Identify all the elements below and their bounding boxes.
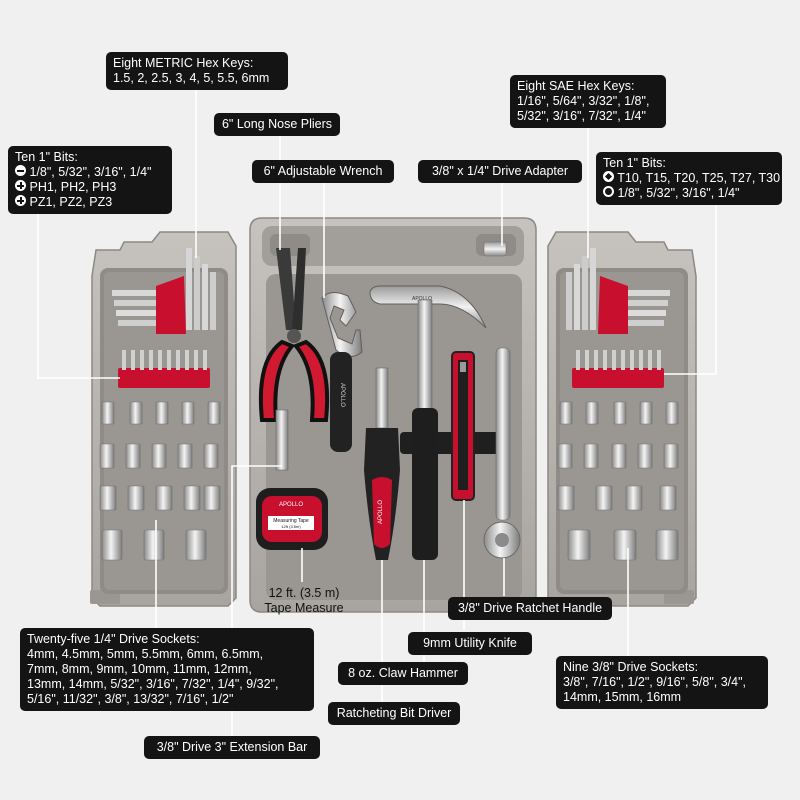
bits-left-title: Ten 1" Bits: — [15, 150, 78, 164]
svg-text:APOLLO: APOLLO — [279, 502, 303, 508]
sockets-quarter-title: Twenty-five 1/4" Drive Sockets: — [27, 632, 200, 646]
bits-right-row1-text: T10, T15, T20, T25, T27, T30 — [617, 171, 781, 185]
sockets-three-eighths-line2: 14mm, 15mm, 16mm — [563, 690, 682, 704]
pozidriv-icon — [15, 195, 26, 206]
right-bit-holder — [572, 350, 664, 388]
svg-text:Measuring Tape: Measuring Tape — [273, 518, 309, 524]
tape-measure-line2: Tape Measure — [264, 601, 344, 615]
sockets-quarter-line2: 7mm, 8mm, 9mm, 10mm, 11mm, 12mm, — [27, 662, 252, 676]
hex-bit-icon — [603, 186, 614, 197]
sockets-quarter-line3: 13mm, 14mm, 5/32", 3/16", 7/32", 1/4", 9… — [27, 677, 279, 691]
long-nose-pliers — [258, 248, 330, 422]
claw-hammer-text: 8 oz. Claw Hammer — [348, 666, 458, 680]
ratchet-handle — [483, 347, 521, 559]
bit-driver-text: Ratcheting Bit Driver — [336, 706, 452, 720]
tape-measure: APOLLO Measuring Tape 12ft (3.5m) — [256, 488, 328, 550]
utility-knife-text: 9mm Utility Knife — [423, 636, 517, 650]
label-drive-adapter: 3/8" x 1/4" Drive Adapter — [418, 160, 582, 183]
sae-hex-line1: 1/16", 5/64", 3/32", 1/8", — [517, 94, 650, 108]
metric-hex-title: Eight METRIC Hex Keys: — [113, 56, 254, 70]
claw-hammer: APOLLO — [369, 285, 487, 560]
bits-right-row2-text: 1/8", 5/32", 3/16", 1/4" — [617, 186, 740, 200]
svg-text:APOLLO: APOLLO — [339, 383, 345, 407]
sockets-three-eighths-title: Nine 3/8" Drive Sockets: — [563, 660, 699, 674]
extension-bar-text: 3/8" Drive 3" Extension Bar — [156, 740, 308, 754]
label-sae-hex-keys: Eight SAE Hex Keys: 1/16", 5/64", 3/32",… — [510, 75, 666, 128]
bits-left-row1: 1/8", 5/32", 3/16", 1/4" — [15, 165, 165, 180]
sockets-quarter-line1: 4mm, 4.5mm, 5mm, 5.5mm, 6mm, 6.5mm, — [27, 647, 264, 661]
label-sockets-three-eighths: Nine 3/8" Drive Sockets: 3/8", 7/16", 1/… — [556, 656, 768, 709]
bits-left-row2: PH1, PH2, PH3 — [15, 180, 165, 195]
label-utility-knife: 9mm Utility Knife — [408, 632, 532, 655]
label-long-nose-pliers: 6" Long Nose Pliers — [214, 113, 340, 136]
sae-hex-title: Eight SAE Hex Keys: — [517, 79, 635, 93]
label-sockets-quarter: Twenty-five 1/4" Drive Sockets: 4mm, 4.5… — [20, 628, 314, 711]
svg-text:APOLLO: APOLLO — [378, 500, 384, 524]
label-metric-hex-keys: Eight METRIC Hex Keys: 1.5, 2, 2.5, 3, 4… — [106, 52, 288, 90]
bits-right-row1: T10, T15, T20, T25, T27, T30 — [603, 171, 780, 186]
torx-icon — [603, 171, 614, 182]
extension-bar — [275, 409, 289, 471]
long-nose-pliers-text: 6" Long Nose Pliers — [221, 117, 333, 131]
tape-measure-line1: 12 ft. (3.5 m) — [268, 586, 340, 600]
ratcheting-bit-driver: APOLLO — [364, 367, 400, 560]
bits-left-row3-text: PZ1, PZ2, PZ3 — [29, 195, 113, 209]
label-adjustable-wrench: 6" Adjustable Wrench — [252, 160, 394, 183]
metric-hex-keys — [112, 248, 216, 334]
label-bit-driver: Ratcheting Bit Driver — [328, 702, 460, 725]
leader-lines — [37, 90, 717, 736]
metric-hex-sizes: 1.5, 2, 2.5, 3, 4, 5, 5.5, 6mm — [113, 71, 270, 85]
sockets-three-eighths-line1: 3/8", 7/16", 1/2", 9/16", 5/8", 3/4", — [563, 675, 746, 689]
label-ratchet-handle: 3/8" Drive Ratchet Handle — [448, 597, 612, 620]
label-bits-right: Ten 1" Bits: T10, T15, T20, T25, T27, T3… — [596, 152, 782, 205]
slotted-icon — [15, 165, 26, 176]
leader-bits-left — [37, 212, 120, 379]
phillips-icon — [15, 180, 26, 191]
sockets-quarter-line4: 5/16", 11/32", 3/8", 13/32", 7/16", 1/2" — [27, 692, 234, 706]
bits-left-row2-text: PH1, PH2, PH3 — [29, 180, 117, 194]
sae-hex-keys — [566, 248, 670, 334]
label-bits-left: Ten 1" Bits: 1/8", 5/32", 3/16", 1/4" PH… — [8, 146, 172, 214]
left-bit-holder — [118, 350, 210, 388]
label-extension-bar: 3/8" Drive 3" Extension Bar — [144, 736, 320, 759]
left-quarter-drive-sockets — [99, 401, 221, 561]
caption-tape-measure: 12 ft. (3.5 m) Tape Measure — [250, 586, 358, 616]
drive-adapter-text: 3/8" x 1/4" Drive Adapter — [431, 164, 569, 178]
utility-knife — [451, 351, 475, 501]
svg-text:APOLLO: APOLLO — [412, 296, 432, 302]
sae-hex-line2: 5/32", 3/16", 7/32", 1/4" — [517, 109, 646, 123]
leader-bits-right — [664, 204, 717, 375]
bits-right-title: Ten 1" Bits: — [603, 156, 666, 170]
drive-adapter — [483, 241, 507, 257]
bits-left-row3: PZ1, PZ2, PZ3 — [15, 195, 165, 210]
adjustable-wrench: APOLLO — [321, 292, 363, 452]
bits-right-row2: 1/8", 5/32", 3/16", 1/4" — [603, 186, 775, 201]
ratchet-handle-text: 3/8" Drive Ratchet Handle — [457, 601, 603, 615]
bits-left-row1-text: 1/8", 5/32", 3/16", 1/4" — [29, 165, 152, 179]
right-sockets — [557, 401, 679, 561]
label-claw-hammer: 8 oz. Claw Hammer — [338, 662, 468, 685]
adjustable-wrench-text: 6" Adjustable Wrench — [263, 164, 383, 178]
svg-text:12ft (3.5m): 12ft (3.5m) — [281, 524, 301, 529]
